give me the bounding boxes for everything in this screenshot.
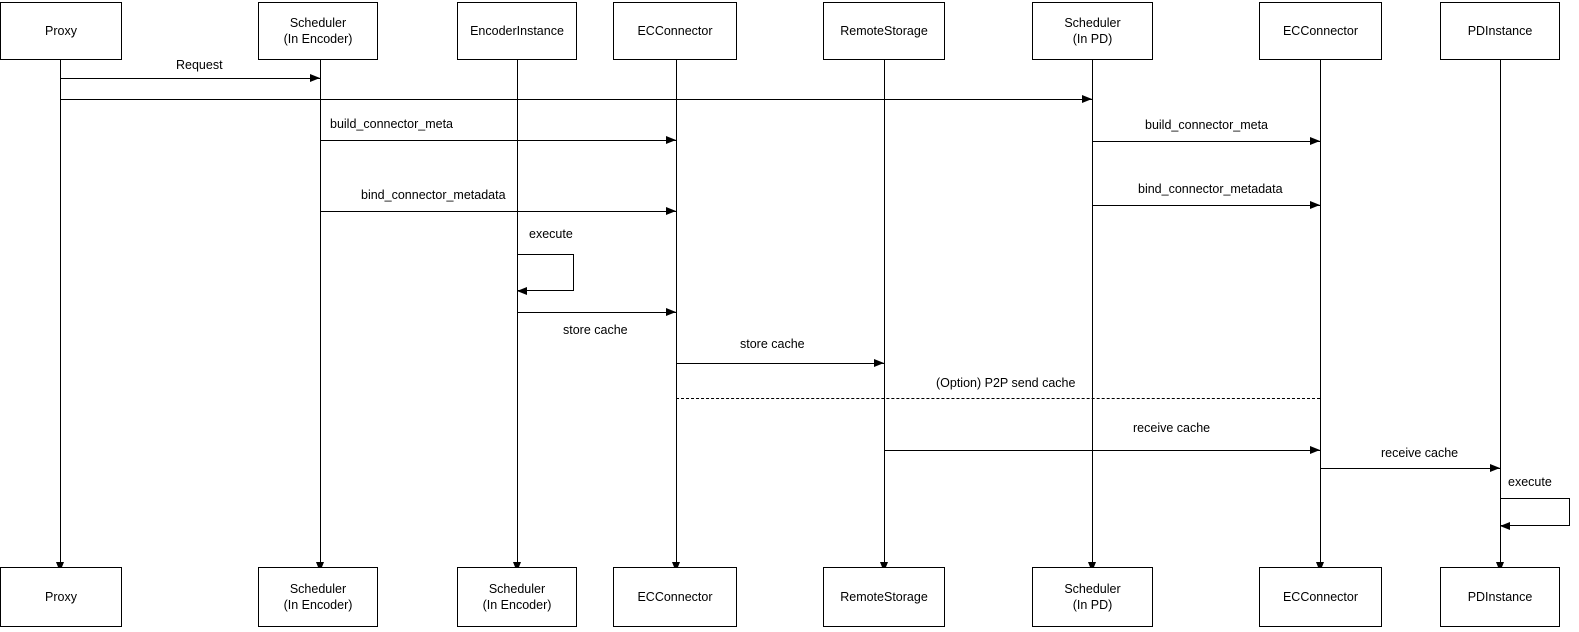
message-arrowhead-m5 xyxy=(666,207,676,215)
self-loop-label-sl1: execute xyxy=(529,227,573,241)
participant-top-proxy[interactable]: Proxy xyxy=(0,2,122,60)
message-label-m6: bind_connector_metadata xyxy=(1138,182,1283,196)
message-line-m2 xyxy=(60,99,1092,100)
participant-bottom-ecconn_right_b[interactable]: ECConnector xyxy=(1259,567,1382,627)
lifeline-sched_pd xyxy=(1092,60,1093,566)
message-line-m10 xyxy=(884,450,1320,451)
message-line-m11 xyxy=(1320,468,1500,469)
participant-bottom-remote_storage_b[interactable]: RemoteStorage xyxy=(823,567,945,627)
participant-top-encoder_inst[interactable]: EncoderInstance xyxy=(457,2,577,60)
participant-bottom-label-line1: Scheduler xyxy=(1064,582,1121,596)
participant-bottom-label-line1: RemoteStorage xyxy=(840,590,928,604)
participant-bottom-label-line2: (In Encoder) xyxy=(482,598,552,612)
message-line-m9 xyxy=(676,398,1320,399)
message-label-m4: build_connector_meta xyxy=(1145,118,1268,132)
participant-top-ecconn_right[interactable]: ECConnector xyxy=(1259,2,1382,60)
participant-top-sched_encoder[interactable]: Scheduler (In Encoder) xyxy=(258,2,378,60)
message-label-m10: receive cache xyxy=(1133,421,1211,435)
participant-bottom-sched_encoder_b2[interactable]: Scheduler (In Encoder) xyxy=(457,567,577,627)
lifeline-ecconn_right xyxy=(1320,60,1321,566)
participant-bottom-sched_encoder_b[interactable]: Scheduler (In Encoder) xyxy=(258,567,378,627)
message-line-m4 xyxy=(1092,141,1320,142)
participant-top-label-line1: RemoteStorage xyxy=(840,24,928,38)
participant-bottom-label-line1: Scheduler xyxy=(488,582,546,596)
participant-bottom-label-line1: Scheduler xyxy=(289,582,347,596)
participant-bottom-label-line1: Proxy xyxy=(45,590,77,604)
self-loop-arrowhead-sl1 xyxy=(517,287,527,295)
message-label-m1: Request xyxy=(176,58,223,72)
participant-top-label-line2: (In PD) xyxy=(1072,32,1113,46)
participant-top-ecconn_left[interactable]: ECConnector xyxy=(613,2,737,60)
self-loop-label-sl2: execute xyxy=(1508,475,1552,489)
message-line-m7 xyxy=(517,312,676,313)
lifeline-pd_inst xyxy=(1500,60,1501,566)
participant-top-label-line1: Scheduler xyxy=(289,16,347,30)
message-arrowhead-m1 xyxy=(310,74,320,82)
participant-top-label-line1: Scheduler xyxy=(1064,16,1121,30)
participant-bottom-label-line2: (In Encoder) xyxy=(283,598,353,612)
participant-top-pd_inst[interactable]: PDInstance xyxy=(1440,2,1560,60)
message-arrowhead-m8 xyxy=(874,359,884,367)
participant-top-label-line1: ECConnector xyxy=(1282,24,1359,38)
lifeline-ecconn_left xyxy=(676,60,677,566)
lifeline-remote_storage xyxy=(884,60,885,566)
lifeline-encoder_inst xyxy=(517,60,518,566)
lifeline-proxy xyxy=(60,60,61,566)
lifeline-sched_encoder xyxy=(320,60,321,566)
participant-top-label-line2: (In Encoder) xyxy=(283,32,353,46)
participant-top-label-line1: EncoderInstance xyxy=(470,24,564,38)
participant-bottom-label-line1: PDInstance xyxy=(1467,590,1533,604)
participant-bottom-pd_inst_b[interactable]: PDInstance xyxy=(1440,567,1560,627)
self-loop-sl2 xyxy=(1500,498,1570,526)
message-label-m8: store cache xyxy=(740,337,805,351)
self-loop-arrowhead-sl2 xyxy=(1500,522,1510,530)
message-label-m9: (Option) P2P send cache xyxy=(936,376,1076,390)
participant-top-label-line1: ECConnector xyxy=(637,24,713,38)
participant-bottom-label-line1: ECConnector xyxy=(637,590,713,604)
message-arrowhead-m3 xyxy=(666,136,676,144)
message-arrowhead-m6 xyxy=(1310,201,1320,209)
message-line-m3 xyxy=(320,140,676,141)
participant-top-sched_pd[interactable]: Scheduler (In PD) xyxy=(1032,2,1153,60)
message-arrowhead-m2 xyxy=(1082,95,1092,103)
message-line-m5 xyxy=(320,211,676,212)
participant-bottom-proxy_b[interactable]: Proxy xyxy=(0,567,122,627)
message-label-m5: bind_connector_metadata xyxy=(361,188,506,202)
message-line-m1 xyxy=(60,78,320,79)
message-label-m3: build_connector_meta xyxy=(330,117,453,131)
message-label-m7: store cache xyxy=(563,323,628,337)
message-arrowhead-m7 xyxy=(666,308,676,316)
participant-top-label-line1: PDInstance xyxy=(1467,24,1533,38)
participant-top-remote_storage[interactable]: RemoteStorage xyxy=(823,2,945,60)
message-arrowhead-m11 xyxy=(1490,464,1500,472)
message-arrowhead-m4 xyxy=(1310,137,1320,145)
message-line-m6 xyxy=(1092,205,1320,206)
participant-bottom-label-line2: (In PD) xyxy=(1072,598,1113,612)
participant-bottom-sched_pd_b[interactable]: Scheduler (In PD) xyxy=(1032,567,1153,627)
message-line-m8 xyxy=(676,363,884,364)
message-arrowhead-m10 xyxy=(1310,446,1320,454)
message-label-m11: receive cache xyxy=(1381,446,1459,460)
participant-bottom-ecconn_left_b[interactable]: ECConnector xyxy=(613,567,737,627)
participant-top-label-line1: Proxy xyxy=(45,24,77,38)
participant-bottom-label-line1: ECConnector xyxy=(1282,590,1359,604)
self-loop-sl1 xyxy=(517,254,574,291)
